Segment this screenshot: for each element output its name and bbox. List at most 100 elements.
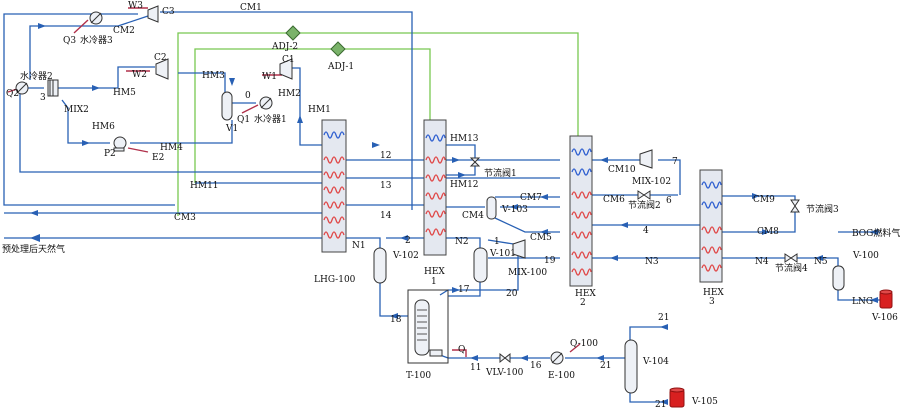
- separator-v-100[interactable]: [832, 265, 845, 291]
- tank-v-105[interactable]: [669, 387, 685, 408]
- label-s11: 11: [470, 363, 481, 373]
- label-hex1-num: 1: [431, 277, 437, 287]
- distillation-column-t-100[interactable]: [407, 289, 449, 364]
- lng-tank-v-106[interactable]: [879, 289, 893, 309]
- mixer-mix-102[interactable]: [639, 149, 653, 169]
- label-vlv100: VLV-100: [485, 368, 524, 378]
- material-stream-lines: [3, 11, 880, 403]
- separator-v-102[interactable]: [373, 247, 387, 284]
- separator-v-101[interactable]: [473, 247, 488, 283]
- label-mix102: MIX-102: [632, 177, 671, 187]
- label-e100: E-100: [548, 371, 575, 381]
- throttle-valve-4[interactable]: [784, 253, 798, 263]
- label-c3: C3: [162, 7, 175, 17]
- water-cooler-2[interactable]: [15, 81, 29, 95]
- label-hex3-name: HEX: [703, 288, 724, 298]
- adjust-logic-lines: [177, 32, 579, 216]
- heat-exchanger-hex-2[interactable]: [569, 135, 593, 287]
- label-hex2-num: 2: [580, 298, 586, 308]
- throttle-valve-3[interactable]: [790, 199, 800, 213]
- label-s0: 0: [245, 91, 251, 101]
- label-cm6: CM6: [603, 195, 625, 205]
- water-cooler-1[interactable]: [259, 96, 273, 110]
- label-hex3-num: 3: [709, 297, 715, 307]
- separator-v-104[interactable]: [624, 339, 638, 394]
- label-v100: V-100: [852, 251, 879, 261]
- label-c2: C2: [154, 53, 167, 63]
- label-s2: 2: [405, 236, 411, 246]
- label-s6: 6: [666, 196, 672, 206]
- label-p2: P2: [104, 149, 116, 159]
- label-mix100: MIX-100: [508, 268, 547, 278]
- label-adj1: ADJ-1: [327, 62, 354, 72]
- label-adj2: ADJ-2: [271, 42, 298, 52]
- label-w1: W1: [262, 72, 277, 82]
- label-cm5: CM5: [530, 233, 552, 243]
- label-hm12: HM12: [450, 180, 479, 190]
- label-cm4: CM4: [462, 211, 484, 221]
- label-s19: 19: [544, 256, 556, 266]
- label-s16: 16: [530, 361, 542, 371]
- label-n3: N3: [645, 257, 659, 267]
- label-valve1: 节流阀1: [484, 167, 517, 179]
- label-s3: 3: [40, 93, 46, 103]
- label-hm1: HM1: [308, 105, 331, 115]
- throttle-valve-1[interactable]: [469, 157, 481, 167]
- mixer-mix2[interactable]: [47, 79, 59, 97]
- label-hm4: HM4: [160, 143, 183, 153]
- label-cm7: CM7: [520, 193, 542, 203]
- pump-p2[interactable]: [113, 136, 127, 152]
- mixer-mix-100[interactable]: [512, 239, 526, 259]
- label-t100: T-100: [406, 371, 431, 381]
- label-v105: V-105: [691, 397, 718, 407]
- label-s1: 1: [494, 237, 500, 247]
- label-cm9: CM9: [753, 195, 775, 205]
- separator-v1[interactable]: [221, 91, 233, 121]
- label-lhg100: LHG-100: [314, 275, 356, 285]
- label-v1: V1: [225, 124, 238, 134]
- label-hex1-name: HEX: [424, 267, 445, 277]
- label-e2: E2: [152, 153, 164, 163]
- label-cooler1: 水冷器1: [254, 113, 287, 125]
- label-hm13: HM13: [450, 134, 479, 144]
- water-cooler-3[interactable]: [89, 11, 103, 25]
- label-cm1: CM1: [240, 3, 262, 13]
- label-q: Q: [458, 345, 465, 355]
- throttle-valve-2[interactable]: [637, 190, 651, 200]
- label-hm11: HM11: [190, 181, 219, 191]
- heat-exchanger-lhg-100[interactable]: [321, 119, 347, 253]
- label-q2: Q2: [6, 89, 19, 99]
- compressor-c3[interactable]: [147, 5, 159, 23]
- heater-e-100[interactable]: [550, 351, 564, 365]
- adjust-block-adj-2[interactable]: [285, 25, 301, 41]
- label-s17: 17: [458, 285, 470, 295]
- label-s18: 18: [390, 315, 402, 325]
- label-w2: W2: [132, 70, 147, 80]
- label-s20: 20: [506, 289, 518, 299]
- adjust-block-adj-1[interactable]: [330, 41, 346, 57]
- label-s21c: 21: [655, 400, 666, 409]
- compressor-c2[interactable]: [155, 58, 169, 80]
- label-s14: 14: [380, 211, 392, 221]
- heat-exchanger-hex-1[interactable]: [423, 119, 447, 256]
- label-n4: N4: [755, 257, 769, 267]
- label-cm10: CM10: [608, 165, 636, 175]
- compressor-c1[interactable]: [279, 58, 293, 80]
- label-valve2: 节流阀2: [628, 199, 661, 211]
- label-v106: V-106: [871, 313, 898, 323]
- label-s21b: 21: [658, 313, 669, 323]
- separator-v-103[interactable]: [486, 196, 497, 220]
- label-hm6: HM6: [92, 122, 115, 132]
- label-v103: V-103: [501, 205, 528, 215]
- label-lng: LNG: [852, 297, 873, 307]
- label-v102: V-102: [392, 251, 419, 261]
- label-v101: V-101: [489, 249, 516, 259]
- valve-vlv-100[interactable]: [499, 352, 511, 364]
- label-cm8: CM8: [757, 227, 779, 237]
- label-s12: 12: [380, 151, 391, 161]
- label-hm5: HM5: [113, 88, 136, 98]
- label-cm3: CM3: [174, 213, 196, 223]
- heat-exchanger-hex-3[interactable]: [699, 169, 723, 283]
- label-q1: Q1: [237, 115, 250, 125]
